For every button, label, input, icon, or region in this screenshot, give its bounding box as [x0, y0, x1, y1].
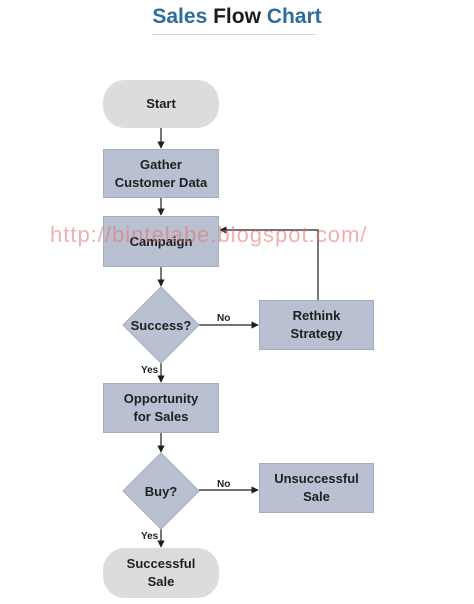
success-decision-diamond: [122, 286, 200, 364]
buy-decision-label: Buy?: [144, 483, 178, 499]
buy-decision-label-wrap: Buy?: [123, 479, 199, 503]
buy-no-label: No: [217, 479, 231, 490]
successful-sale-node: Successful Sale: [103, 548, 219, 598]
successful-label-line1: Successful: [126, 556, 196, 571]
start-node: Start: [103, 80, 219, 128]
successful-label-line2: Sale: [147, 574, 175, 589]
buy-decision-diamond: [122, 452, 200, 530]
campaign-label: Campaign: [129, 233, 193, 249]
unsuccessful-label-line2: Sale: [303, 489, 330, 504]
campaign-node: Campaign: [103, 216, 219, 267]
rethink-strategy-node: Rethink Strategy: [259, 300, 374, 350]
gather-label-line1: Gather: [140, 156, 182, 172]
title-word-chart: Chart: [266, 5, 322, 28]
arrow-rethink-to-campaign: [219, 226, 319, 300]
title-underline: [152, 34, 316, 35]
buy-yes-label: Yes: [141, 531, 159, 542]
opportunity-for-sales-node: Opportunity for Sales: [103, 383, 219, 433]
success-yes-label: Yes: [141, 365, 159, 376]
opportunity-label-line2: for Sales: [133, 409, 189, 424]
success-decision-label-wrap: Success?: [123, 313, 199, 337]
success-no-label: No: [217, 313, 231, 324]
title-word-sales: Sales: [152, 5, 208, 28]
chart-title: Sales Flow Chart: [0, 4, 474, 30]
start-label: Start: [146, 96, 176, 111]
unsuccessful-label-line1: Unsuccessful: [274, 471, 359, 486]
gather-customer-data-node: Gather Customer Data: [103, 149, 219, 198]
watermark-url: http://bintelabe.blogspot.com/: [50, 222, 368, 247]
gather-label-line2: Customer Data: [114, 174, 208, 190]
rethink-label-line1: Rethink: [292, 308, 341, 323]
title-word-flow: Flow: [213, 5, 261, 28]
success-decision-label: Success?: [130, 317, 192, 333]
unsuccessful-sale-node: Unsuccessful Sale: [259, 463, 374, 513]
rethink-label-line2: Strategy: [290, 326, 343, 341]
opportunity-label-line1: Opportunity: [123, 391, 199, 406]
